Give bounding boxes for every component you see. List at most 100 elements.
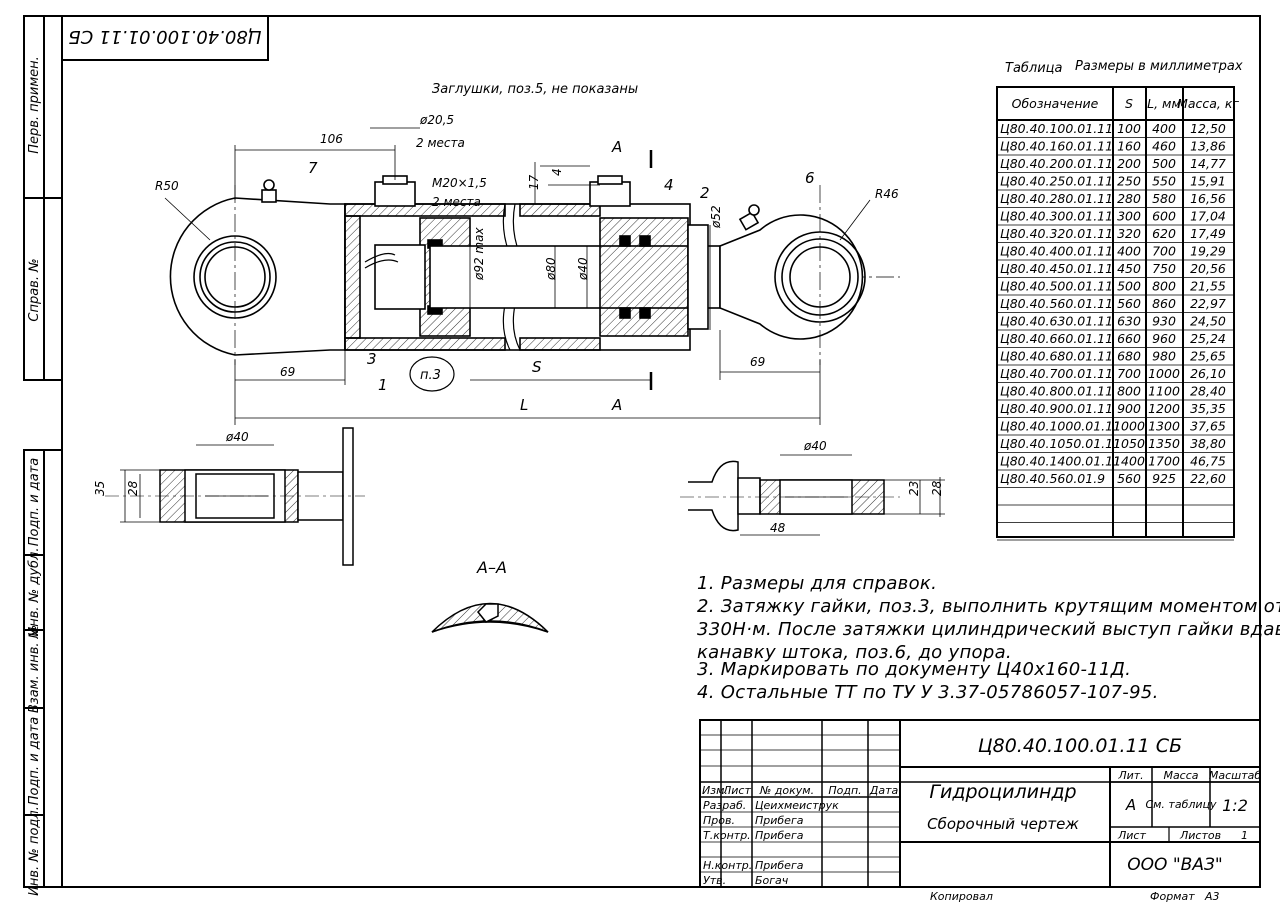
tb-mass: Масса [1163, 769, 1198, 782]
table-cell: 320 [1117, 226, 1141, 241]
tb-name-1: Прибега [755, 814, 804, 827]
dim-69a: 69 [280, 365, 295, 379]
table-header-designation: Обозначение [1012, 96, 1099, 111]
table-cell: 400 [1152, 121, 1176, 136]
tb-format-value: А3 [1204, 890, 1220, 903]
tb-sheets-val: 1 [1241, 829, 1248, 842]
dim-69b: 69 [750, 355, 765, 369]
pos-3: 3 [367, 350, 377, 368]
size-table: Таблица Размеры в миллиметрах Обозначени… [996, 59, 1243, 541]
dim-106: 106 [320, 132, 343, 146]
table-cell: Ц80.40.700.01.11 [1000, 366, 1113, 381]
table-cell: Ц80.40.560.01.9 [1000, 471, 1105, 486]
table-cell: 500 [1117, 279, 1141, 294]
dim-phi40-left: ø40 [225, 430, 249, 444]
tb-name: Гидроцилиндр [929, 781, 1076, 803]
tb-name-2: Прибега [755, 829, 804, 842]
table-cell: 26,10 [1190, 366, 1226, 381]
tb-sheets: Листов [1179, 829, 1221, 842]
dim-28a: 28 [126, 480, 140, 496]
table-cell: 860 [1152, 296, 1176, 311]
table-cell: 1000 [1113, 419, 1145, 434]
table-cell: 560 [1117, 296, 1141, 311]
dim-phi52: ø52 [709, 205, 723, 229]
pos-1: 1 [378, 376, 388, 394]
table-cell: 930 [1152, 314, 1176, 329]
table-cell: Ц80.40.500.01.11 [1000, 279, 1113, 294]
left-eye-section [105, 427, 365, 566]
table-cell: Ц80.40.1000.01.11 [1000, 419, 1121, 434]
tb-name-5: Богач [755, 874, 789, 887]
table-cell: Ц80.40.320.01.11 [1000, 226, 1113, 241]
side-label-podp2: Подп. и дата [27, 717, 42, 806]
dim-phi92: ø92 max [472, 227, 486, 281]
table-cell: 400 [1117, 244, 1141, 259]
table-cell: 19,29 [1190, 244, 1226, 259]
tb-lit-val: А [1125, 796, 1136, 814]
tb-mass-val: См. таблицу [1145, 798, 1217, 811]
table-cell: 960 [1152, 331, 1176, 346]
table-subtitle: Размеры в миллиметрах [1075, 59, 1243, 74]
table-cell: 17,49 [1190, 226, 1226, 241]
table-cell: 22,60 [1190, 471, 1226, 486]
note-ref-circle [409, 356, 455, 392]
dim-s: S [532, 358, 542, 376]
table-cell: 160 [1117, 139, 1141, 154]
table-cell: 680 [1117, 349, 1141, 364]
note-2b: 330Н·м. После затяжки цилиндрический выс… [697, 619, 1280, 640]
table-cell: 460 [1152, 139, 1176, 154]
section-mark-a-bottom: А [611, 396, 622, 414]
table-cell: Ц80.40.400.01.11 [1000, 244, 1113, 259]
dim-48: 48 [770, 521, 786, 535]
note-2: 2. Затяжку гайки, поз.3, выполнить крутя… [697, 596, 1280, 617]
caption-plugs: Заглушки, поз.5, не показаны [432, 82, 638, 97]
dim-35: 35 [93, 481, 107, 496]
table-cell: 1700 [1148, 454, 1180, 469]
tb-scale-val: 1:2 [1222, 796, 1248, 815]
table-cell: 560 [1117, 471, 1141, 486]
table-cell: 250 [1117, 174, 1141, 189]
table-cell: 925 [1152, 471, 1176, 486]
table-cell: 700 [1117, 366, 1141, 381]
table-cell: Ц80.40.1050.01.11 [1000, 436, 1121, 451]
tb-role-1: Пров. [703, 814, 735, 827]
table-cell: Ц80.40.560.01.11 [1000, 296, 1113, 311]
dim-28b: 28 [930, 480, 944, 496]
dim-phi80: ø80 [544, 257, 558, 281]
table-title: Таблица [1005, 61, 1063, 76]
pos-7: 7 [308, 159, 318, 177]
table-cell: 17,04 [1190, 209, 1226, 224]
note-2c: канавку штока, поз.6, до упора. [697, 642, 1012, 663]
table-cell: 500 [1152, 156, 1176, 171]
table-cell: 37,65 [1190, 419, 1226, 434]
dim-m20: M20×1,5 [432, 176, 487, 190]
table-cell: 750 [1152, 261, 1176, 276]
pos-note-3: п.3 [420, 368, 441, 383]
tb-col-podp: Подп. [828, 784, 861, 797]
note-3: 3. Маркировать по документу Ц40х160-11Д. [697, 659, 1131, 680]
tb-role-0: Разраб. [703, 799, 746, 812]
table-cell: 100 [1117, 121, 1141, 136]
tb-scale: Масштаб [1209, 769, 1261, 782]
tb-sheet: Лист [1117, 829, 1146, 842]
dim-phi40: ø40 [576, 257, 590, 281]
main-dimension-lines [164, 127, 871, 425]
dim-r50: R50 [155, 179, 179, 193]
table-cell: 22,97 [1190, 296, 1226, 311]
table-cell: 14,77 [1190, 156, 1226, 171]
table-cell: 21,55 [1190, 279, 1226, 294]
table-cell: 800 [1152, 279, 1176, 294]
table-cell: 280 [1117, 191, 1141, 206]
tb-name-4: Прибега [755, 859, 804, 872]
table-cell: 25,24 [1190, 331, 1226, 346]
table-header-s: S [1125, 96, 1133, 111]
table-cell: 24,50 [1190, 314, 1226, 329]
table-cell: 660 [1117, 331, 1141, 346]
table-cell: 550 [1152, 174, 1176, 189]
tb-col-date: Дата [869, 784, 899, 797]
pos-2: 2 [700, 184, 710, 202]
table-cell: 16,56 [1190, 191, 1226, 206]
dim-places-b: 2 места [432, 195, 481, 209]
top-stamp-code: Ц80.40.100.01.11 СБ [68, 26, 261, 47]
